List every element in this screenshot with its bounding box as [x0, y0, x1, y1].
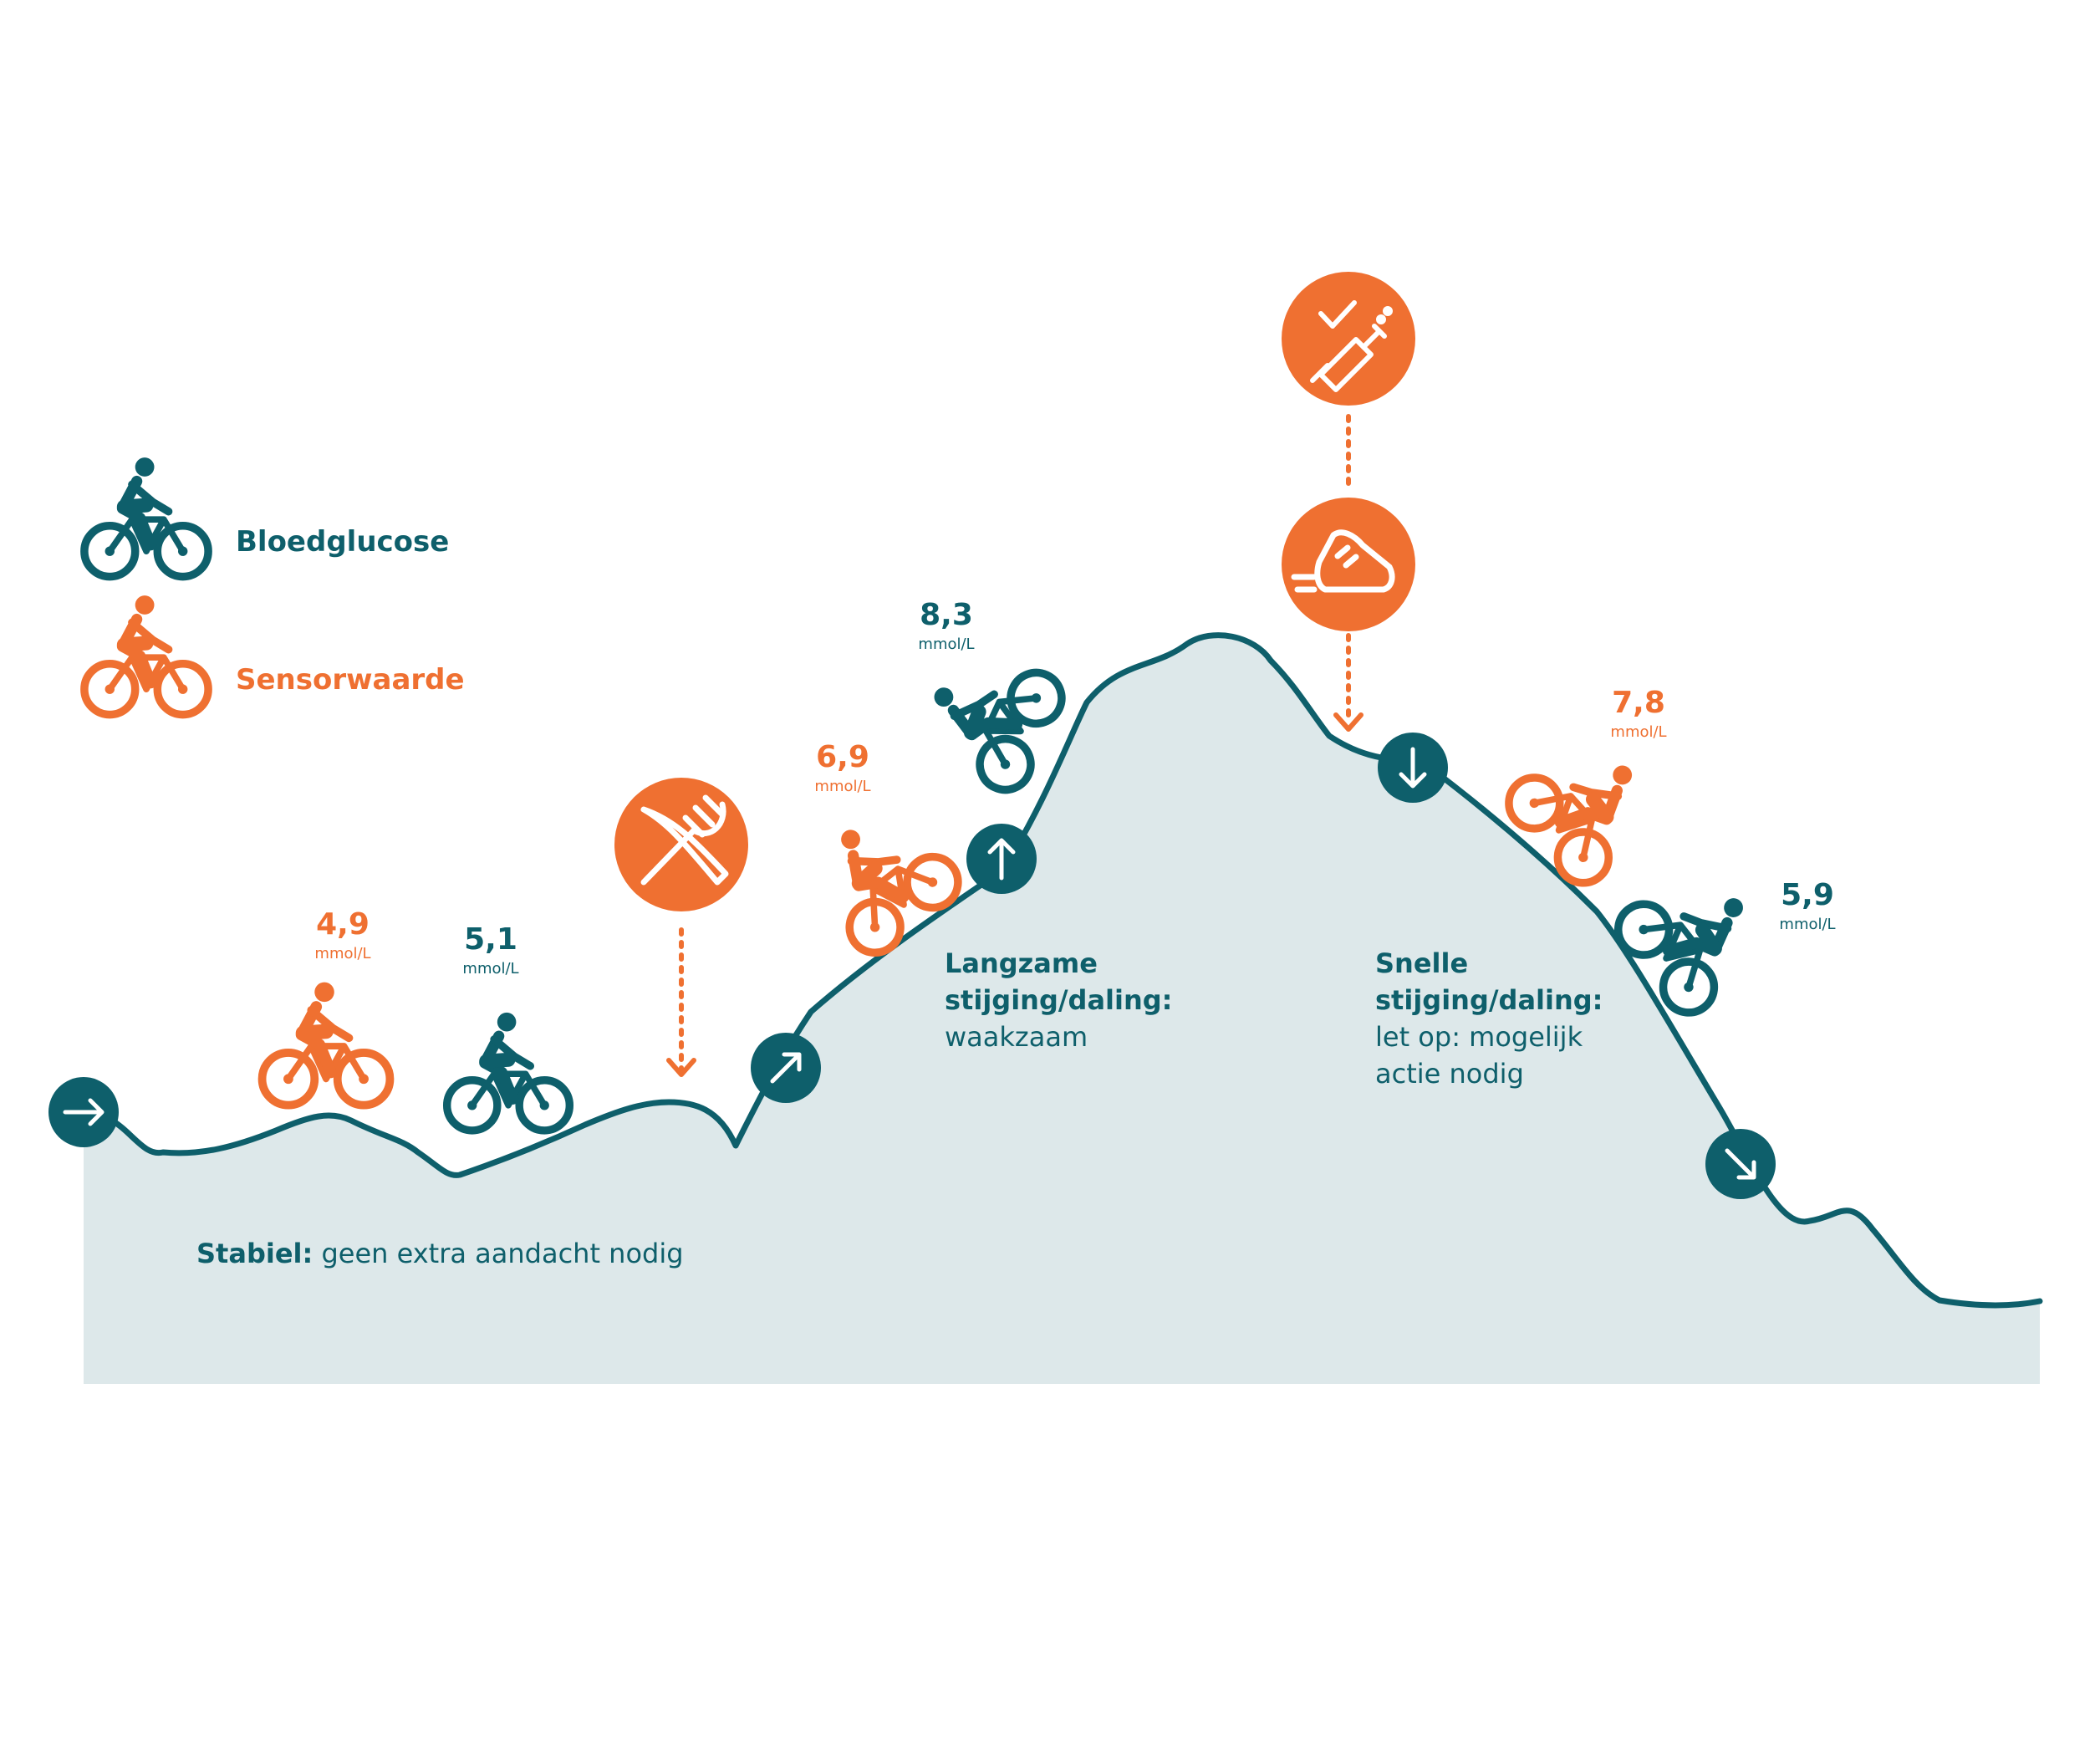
- legend-blood-glucose-label: Bloedglucose: [236, 525, 450, 559]
- zone-fast-description-line1: let op: mogelijk: [1375, 1021, 1583, 1053]
- reading-unit: mmol/L: [918, 636, 975, 653]
- zone-slow-title-line2: stijging/daling:: [945, 984, 1173, 1016]
- meal-icon-badge: [614, 778, 748, 911]
- trend-down-slow-badge: [1705, 1129, 1776, 1199]
- trend-flat-badge: [48, 1077, 119, 1147]
- zone-slow-description: waakzaam: [945, 1021, 1088, 1053]
- trend-up-slow-badge: [751, 1033, 821, 1103]
- arrow-down-right-icon: [1725, 1148, 1756, 1180]
- arrow-up-right-icon: [770, 1052, 802, 1084]
- zone-fast-description-line2: actie nodig: [1375, 1058, 1524, 1090]
- meal-pointer: [666, 927, 696, 1077]
- syringe-icon: [1310, 300, 1393, 392]
- zone-fast-title-line2: stijging/daling:: [1375, 984, 1603, 1016]
- arrow-up-icon: [987, 838, 1016, 881]
- reading-unit: mmol/L: [1610, 723, 1667, 741]
- exercise-icon-badge: [1282, 498, 1415, 631]
- zone-fast-text: Snelle stijging/daling: let op: mogelijk…: [1375, 945, 1603, 1092]
- arrow-down-icon: [1399, 747, 1427, 789]
- reading-value: 6,9: [816, 740, 869, 774]
- reading-unit: mmol/L: [314, 945, 371, 962]
- reading-unit: mmol/L: [814, 778, 871, 795]
- legend-sensor-value-label: Sensorwaarde: [236, 663, 465, 697]
- reading-value: 5,9: [1781, 878, 1834, 912]
- reading-value: 4,9: [316, 907, 370, 942]
- zone-stable-title: Stabiel:: [196, 1238, 313, 1269]
- legend-cyclist-icon-sensor: [84, 595, 208, 715]
- zone-slow-title-line1: Langzame: [945, 947, 1098, 979]
- zone-stable-description: geen extra aandacht nodig: [321, 1238, 684, 1269]
- glucose-area: [84, 635, 2040, 1384]
- cyclist-icon: [262, 983, 390, 1105]
- trend-up-fast-badge: [966, 824, 1037, 894]
- reading-value: 7,8: [1612, 686, 1665, 720]
- cyclist-icon: [910, 636, 1070, 799]
- reading-value: 8,3: [920, 598, 973, 632]
- exercise-pointer: [1333, 633, 1363, 732]
- zone-fast-title-line1: Snelle: [1375, 947, 1469, 979]
- cyclist-icon: [447, 1013, 570, 1131]
- arrow-right-icon: [63, 1098, 104, 1126]
- shoe-icon: [1291, 529, 1395, 593]
- zone-stable-text: Stabiel: geen extra aandacht nodig: [196, 1235, 684, 1272]
- legend-cyclist-icon-blood: [84, 457, 208, 577]
- trend-down-fast-badge: [1378, 733, 1448, 803]
- reading-unit: mmol/L: [462, 960, 519, 978]
- fork-knife-icon: [640, 794, 729, 886]
- reading-unit: mmol/L: [1779, 916, 1836, 933]
- zone-slow-text: Langzame stijging/daling: waakzaam: [945, 945, 1172, 1055]
- reading-value: 5,1: [464, 922, 517, 957]
- insulin-icon-badge: [1282, 272, 1415, 406]
